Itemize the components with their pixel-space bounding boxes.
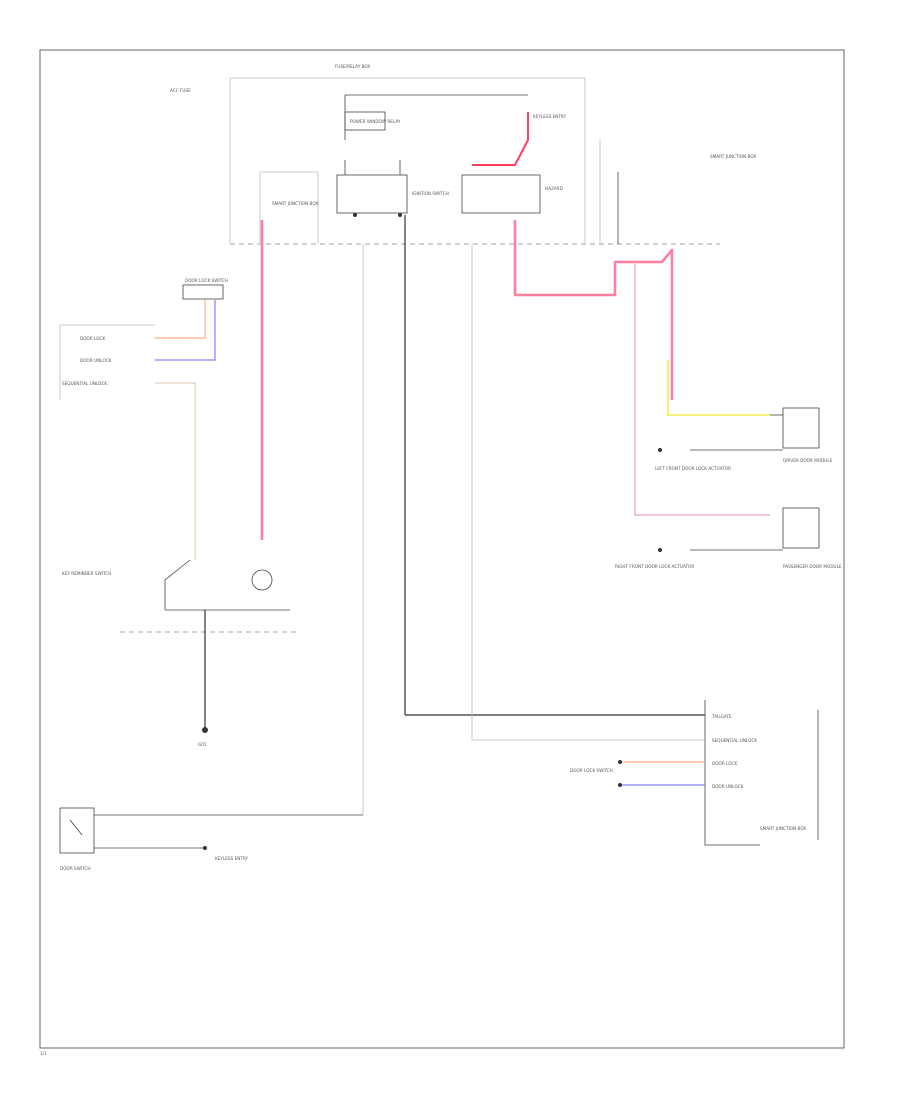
smart-junction-top-label: SMART JUNCTION BOX xyxy=(710,154,756,159)
door-lock-bottom-label: DOOR LOCK xyxy=(712,761,737,766)
tailgate-label: TAILGATE xyxy=(711,714,732,719)
door-unlock-label: DOOR UNLOCK xyxy=(80,358,112,363)
door-lock-actuator-right-label: RIGHT FRONT DOOR LOCK ACTUATOR xyxy=(615,564,694,569)
keyless-entry-label: KEYLESS ENTRY xyxy=(215,856,249,861)
bottom-smart-junction-box: DOOR LOCK SWITCH TAILGATE SEQUENTIAL UNL… xyxy=(570,700,819,846)
acc-fuse-label: ACC FUSE xyxy=(170,88,191,93)
ground-label: G01 xyxy=(198,742,207,747)
door-lock-switch: DOOR LOCK SWITCH DOOR LOCK DOOR UNLOCK S… xyxy=(59,278,228,560)
relay-switch-right: KEYLESS ENTRY HAZARD xyxy=(461,112,567,214)
driver-door-module-label: DRIVER DOOR MODULE xyxy=(783,458,833,463)
passenger-door-module-label: PASSENGER DOOR MODULE xyxy=(783,564,842,569)
passenger-door-module: PASSENGER DOOR MODULE RIGHT FRONT DOOR L… xyxy=(615,507,842,569)
fuse-relay-box: FUSE/RELAY BOX ACC FUSE POWER WINDOW REL… xyxy=(170,64,720,245)
sequential-unlock-label: SEQUENTIAL UNLOCK xyxy=(62,381,107,386)
power-wire-pink-right xyxy=(634,262,770,516)
power-wire-red-right xyxy=(513,220,674,400)
door-lock-switch-bottom-label: DOOR LOCK SWITCH xyxy=(570,768,613,773)
relay-switch-left: IGNITION SWITCH xyxy=(336,160,449,217)
diagram-frame xyxy=(39,49,845,1049)
power-window-relay-label: POWER WINDOW RELAY xyxy=(350,119,401,124)
hazard-label: HAZARD xyxy=(545,186,563,191)
key-reminder-label: KEY REMINDER SWITCH xyxy=(62,571,111,576)
door-lock-label: DOOR LOCK xyxy=(80,336,105,341)
smart-junction-bottom-label: SMART JUNCTION BOX xyxy=(760,826,806,831)
acc-fuse xyxy=(344,111,386,131)
door-switch: DOOR SWITCH KEYLESS ENTRY xyxy=(59,807,363,871)
relay-coil-label: KEYLESS ENTRY xyxy=(533,114,567,119)
door-lock-switch-label: DOOR LOCK SWITCH xyxy=(185,278,228,283)
smart-junction-label: SMART JUNCTION BOX xyxy=(272,201,318,206)
sheet-id: 1/1 xyxy=(40,1051,47,1056)
door-unlock-bottom-label: DOOR UNLOCK xyxy=(712,784,744,789)
driver-door-module: DRIVER DOOR MODULE LEFT FRONT DOOR LOCK … xyxy=(655,407,833,471)
smart-junction-box-outline xyxy=(259,171,319,244)
sequential-unlock-bottom-label: SEQUENTIAL UNLOCK xyxy=(712,738,757,743)
key-reminder-switch: KEY REMINDER SWITCH G01 xyxy=(62,559,300,747)
signal-wire-yellow xyxy=(667,360,770,416)
ignition-switch-label: IGNITION SWITCH xyxy=(412,191,449,196)
door-switch-label: DOOR SWITCH xyxy=(60,866,90,871)
door-lock-actuator-left-label: LEFT FRONT DOOR LOCK ACTUATOR xyxy=(655,466,731,471)
fuse-box-label: FUSE/RELAY BOX xyxy=(335,64,370,69)
